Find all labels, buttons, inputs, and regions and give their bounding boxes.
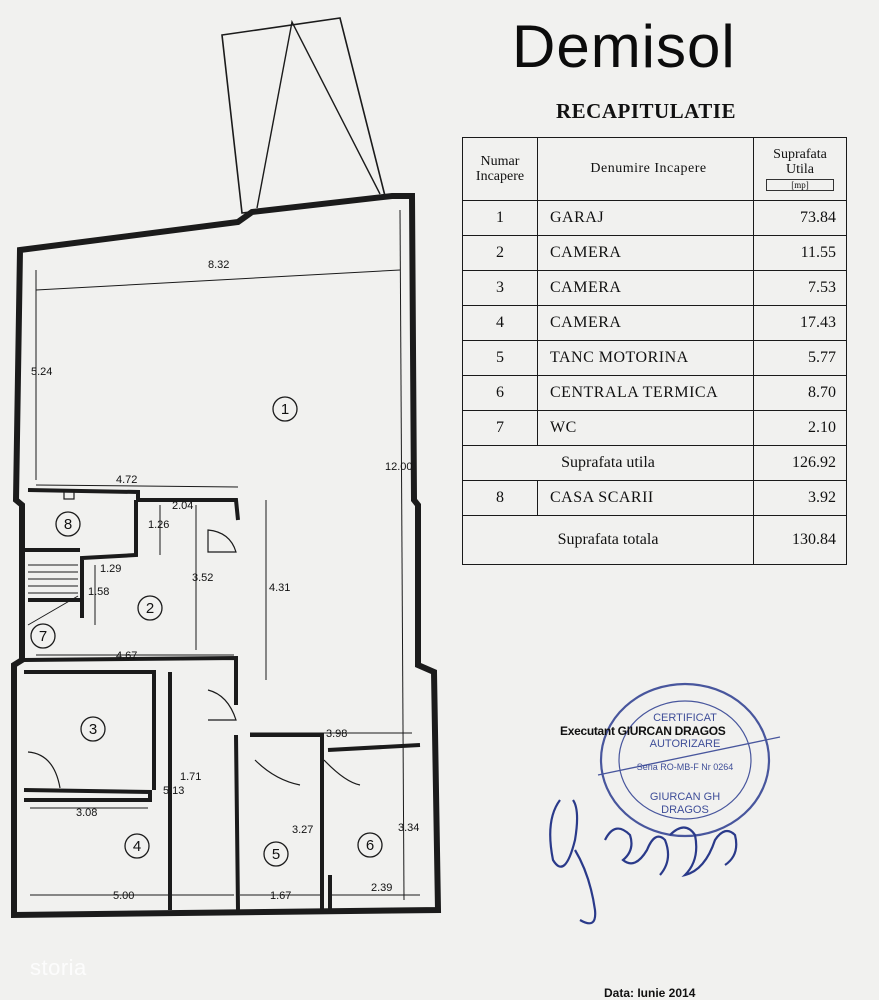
ramp-hatch bbox=[256, 19, 381, 209]
dim-room3-height: 5.13 bbox=[163, 785, 184, 797]
row-area: 73.84 bbox=[753, 200, 847, 236]
dim-room2-width: 2.04 bbox=[172, 500, 193, 512]
staircase bbox=[27, 564, 79, 626]
total-label: Suprafata totala bbox=[462, 515, 754, 565]
dim-room5-height: 3.27 bbox=[292, 824, 313, 836]
date-label: Data: Iunie 2014 bbox=[604, 986, 696, 1000]
dim-right-height: 12.00 bbox=[385, 461, 413, 473]
row-name: CAMERA bbox=[537, 305, 754, 341]
table-header-row: Numar Incapere Denumire Incapere Suprafa… bbox=[462, 137, 847, 201]
header-unit: [mp] bbox=[766, 179, 834, 192]
dim-left-height: 5.24 bbox=[31, 366, 52, 378]
stamp-line-3: Seria RO-MB-F Nr 0264 bbox=[637, 762, 734, 772]
room-label-5: 5 bbox=[272, 846, 280, 863]
stamp-line-4: GIURCAN GH bbox=[650, 791, 720, 803]
door-swing bbox=[207, 529, 237, 553]
subtotal-label: Suprafata utila bbox=[462, 445, 754, 481]
table-row: 5 TANC MOTORINA 5.77 bbox=[462, 340, 847, 376]
row-area: 11.55 bbox=[753, 235, 847, 271]
row-name: WC bbox=[537, 410, 754, 446]
room-label-6: 6 bbox=[366, 837, 374, 854]
header-name: Denumire Incapere bbox=[537, 137, 754, 201]
row-area: 3.92 bbox=[753, 480, 847, 516]
door-swing bbox=[207, 689, 237, 721]
row-num: 7 bbox=[462, 410, 538, 446]
recap-title: RECAPITULATIE bbox=[556, 99, 736, 123]
door-swing bbox=[27, 751, 61, 789]
table-row: 6 CENTRALA TERMICA 8.70 bbox=[462, 375, 847, 411]
dim-room2-height: 3.52 bbox=[192, 572, 213, 584]
room-label-2: 2 bbox=[146, 600, 154, 617]
executant-label: Executant GIURCAN DRAGOS bbox=[560, 724, 726, 738]
row-num: 1 bbox=[462, 200, 538, 236]
dim-bottom-mid: 1.67 bbox=[270, 890, 291, 902]
room-label-8: 8 bbox=[64, 516, 72, 533]
header-area-label: Suprafata Utila bbox=[773, 146, 827, 177]
dim-room6-height: 3.34 bbox=[398, 822, 419, 834]
table-row: 2 CAMERA 11.55 bbox=[462, 235, 847, 271]
total-value: 130.84 bbox=[753, 515, 847, 565]
row-area: 7.53 bbox=[753, 270, 847, 306]
row-area: 17.43 bbox=[753, 305, 847, 341]
stamp-line-2: AUTORIZARE bbox=[650, 738, 721, 750]
dim-hall-width: 4.67 bbox=[116, 650, 137, 662]
room-circles bbox=[30, 396, 383, 867]
dim-corridor-height: 4.31 bbox=[269, 582, 290, 594]
dim-bottom-right: 2.39 bbox=[371, 882, 392, 894]
table-row: 8 CASA SCARII 3.92 bbox=[462, 480, 847, 516]
official-stamp: CERTIFICAT AUTORIZARE Seria RO-MB-F Nr 0… bbox=[597, 682, 781, 838]
row-num: 8 bbox=[462, 480, 538, 516]
stamp-line-5: DRAGOS bbox=[661, 804, 709, 816]
row-name: GARAJ bbox=[537, 200, 754, 236]
dim-garage-width: 4.72 bbox=[116, 474, 137, 486]
room-label-1: 1 bbox=[281, 401, 289, 418]
interior-walls bbox=[23, 488, 421, 911]
page-title: Demisol bbox=[512, 13, 736, 80]
watermark: storia bbox=[30, 955, 87, 980]
dim-bottom-left: 5.00 bbox=[113, 890, 134, 902]
row-num: 5 bbox=[462, 340, 538, 376]
door-swing bbox=[254, 759, 301, 786]
row-num: 3 bbox=[462, 270, 538, 306]
row-name: CAMERA bbox=[537, 270, 754, 306]
room-label-7: 7 bbox=[39, 628, 47, 645]
subtotal-row: Suprafata utila 126.92 bbox=[462, 445, 847, 481]
row-num: 2 bbox=[462, 235, 538, 271]
stamp-line-1: CERTIFICAT bbox=[653, 712, 717, 724]
marker-square bbox=[63, 489, 75, 500]
dim-room3-width: 1.71 bbox=[180, 771, 201, 783]
room-label-3: 3 bbox=[89, 721, 97, 738]
dim-room4-width: 3.08 bbox=[76, 807, 97, 819]
room-label-4: 4 bbox=[133, 838, 141, 855]
row-name: CENTRALA TERMICA bbox=[537, 375, 754, 411]
row-num: 6 bbox=[462, 375, 538, 411]
row-name: CAMERA bbox=[537, 235, 754, 271]
dim-wc-height: 1.58 bbox=[88, 586, 109, 598]
dimension-lines bbox=[30, 209, 420, 901]
door-swing bbox=[323, 759, 361, 786]
table-row: 4 CAMERA 17.43 bbox=[462, 305, 847, 341]
subtotal-value: 126.92 bbox=[753, 445, 847, 481]
dim-room2-offset: 1.26 bbox=[148, 519, 169, 531]
row-name: CASA SCARII bbox=[537, 480, 754, 516]
table-row: 1 GARAJ 73.84 bbox=[462, 200, 847, 236]
ramp-outline bbox=[221, 17, 386, 214]
outer-wall bbox=[11, 193, 442, 919]
row-name: TANC MOTORINA bbox=[537, 340, 754, 376]
header-number: Numar Incapere bbox=[462, 137, 538, 201]
row-num: 4 bbox=[462, 305, 538, 341]
row-area: 2.10 bbox=[753, 410, 847, 446]
row-area: 5.77 bbox=[753, 340, 847, 376]
signature-mark bbox=[549, 799, 738, 925]
total-row: Suprafata totala 130.84 bbox=[462, 515, 847, 565]
table-row: 3 CAMERA 7.53 bbox=[462, 270, 847, 306]
dim-corridor-width: 3.98 bbox=[326, 728, 347, 740]
header-area: Suprafata Utila [mp] bbox=[753, 137, 847, 201]
recap-table: Numar Incapere Denumire Incapere Suprafa… bbox=[462, 137, 847, 565]
table-row: 7 WC 2.10 bbox=[462, 410, 847, 446]
dim-top-width: 8.32 bbox=[208, 259, 229, 271]
row-area: 8.70 bbox=[753, 375, 847, 411]
dim-wc-width: 1.29 bbox=[100, 563, 121, 575]
